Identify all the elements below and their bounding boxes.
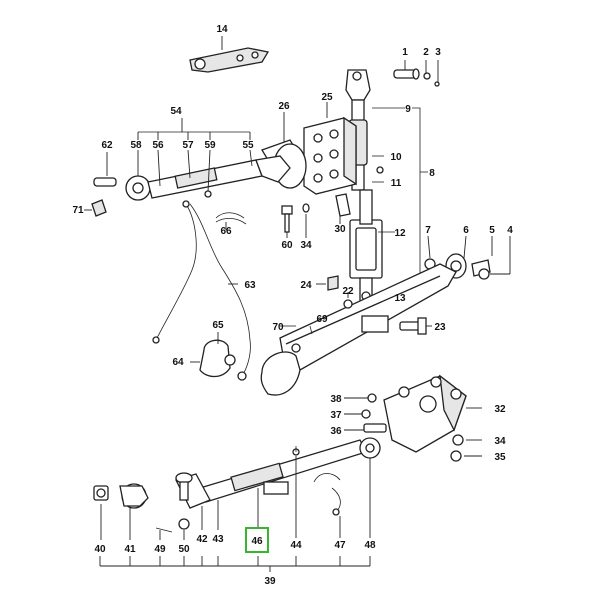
label-58: 58 [130, 140, 142, 151]
label-1: 1 [402, 47, 408, 58]
bottom-leaders [99, 456, 371, 572]
label-63: 63 [244, 280, 256, 291]
part-60-bolt [281, 203, 310, 238]
label-43: 43 [212, 534, 224, 545]
label-12: 12 [394, 228, 406, 239]
label-22: 22 [342, 286, 354, 297]
part-62-pin [93, 152, 117, 187]
label-38: 38 [330, 394, 342, 405]
label-65: 65 [212, 320, 224, 331]
label-66: 66 [220, 226, 232, 237]
label-50: 50 [178, 544, 190, 555]
label-70: 70 [272, 322, 284, 333]
part-69-lower-link [260, 263, 457, 396]
label-8: 8 [429, 168, 435, 179]
label-5: 5 [489, 225, 495, 236]
label-9: 9 [405, 104, 411, 115]
label-44: 44 [290, 540, 302, 551]
part-7-ring [424, 235, 436, 270]
label-2: 2 [423, 47, 429, 58]
label-46: 46 [251, 536, 263, 547]
part-66-spring-clip [215, 212, 247, 230]
label-36: 36 [330, 426, 342, 437]
label-14: 14 [216, 24, 228, 35]
label-11: 11 [391, 178, 402, 189]
label-40: 40 [94, 544, 106, 555]
callout-labels: 14 1 2 3 25 26 9 54 62 58 56 57 59 55 10… [72, 24, 513, 587]
part-23-bolt [399, 317, 432, 335]
label-32: 32 [494, 404, 506, 415]
part-39-lift-link [93, 437, 381, 533]
part-32-bracket [383, 374, 482, 453]
label-59: 59 [204, 140, 216, 151]
label-6: 6 [463, 225, 469, 236]
label-41: 41 [124, 544, 136, 555]
label-24: 24 [300, 280, 312, 291]
part-30-clip [335, 193, 351, 224]
label-69: 69 [316, 314, 328, 325]
label-34-right: 34 [494, 436, 506, 447]
label-60: 60 [281, 240, 293, 251]
part-25-block [303, 102, 357, 195]
part-14-bracket [189, 36, 270, 73]
part-38-pin [344, 393, 387, 433]
part-64-hook [190, 332, 236, 378]
label-4: 4 [507, 225, 513, 236]
label-23: 23 [434, 322, 446, 333]
highlight-box-46 [245, 527, 269, 553]
label-54: 54 [170, 106, 182, 117]
label-48: 48 [364, 540, 376, 551]
label-37: 37 [330, 410, 342, 421]
label-49: 49 [154, 544, 166, 555]
label-42: 42 [196, 534, 208, 545]
label-30: 30 [334, 224, 346, 235]
label-62: 62 [101, 140, 113, 151]
part-71-clip [84, 199, 107, 217]
label-47: 47 [334, 540, 346, 551]
label-3: 3 [435, 47, 441, 58]
part-1-pin [393, 60, 440, 87]
label-34-top: 34 [300, 240, 312, 251]
part-54-lift-rod [125, 118, 291, 201]
label-56: 56 [152, 140, 164, 151]
label-57: 57 [182, 140, 194, 151]
label-26: 26 [278, 101, 290, 112]
label-7: 7 [425, 225, 431, 236]
top-link-assembly [345, 69, 428, 312]
part-26-rod [261, 112, 307, 189]
label-13: 13 [394, 293, 406, 304]
part-34-washer [450, 434, 482, 462]
label-55: 55 [242, 140, 254, 151]
label-35: 35 [494, 452, 506, 463]
label-64: 64 [172, 357, 184, 368]
label-39: 39 [264, 576, 276, 587]
part-63-cable [152, 200, 251, 381]
label-71: 71 [72, 205, 84, 216]
part-22-nut [316, 275, 353, 309]
label-25: 25 [321, 92, 333, 103]
label-10: 10 [390, 152, 402, 163]
